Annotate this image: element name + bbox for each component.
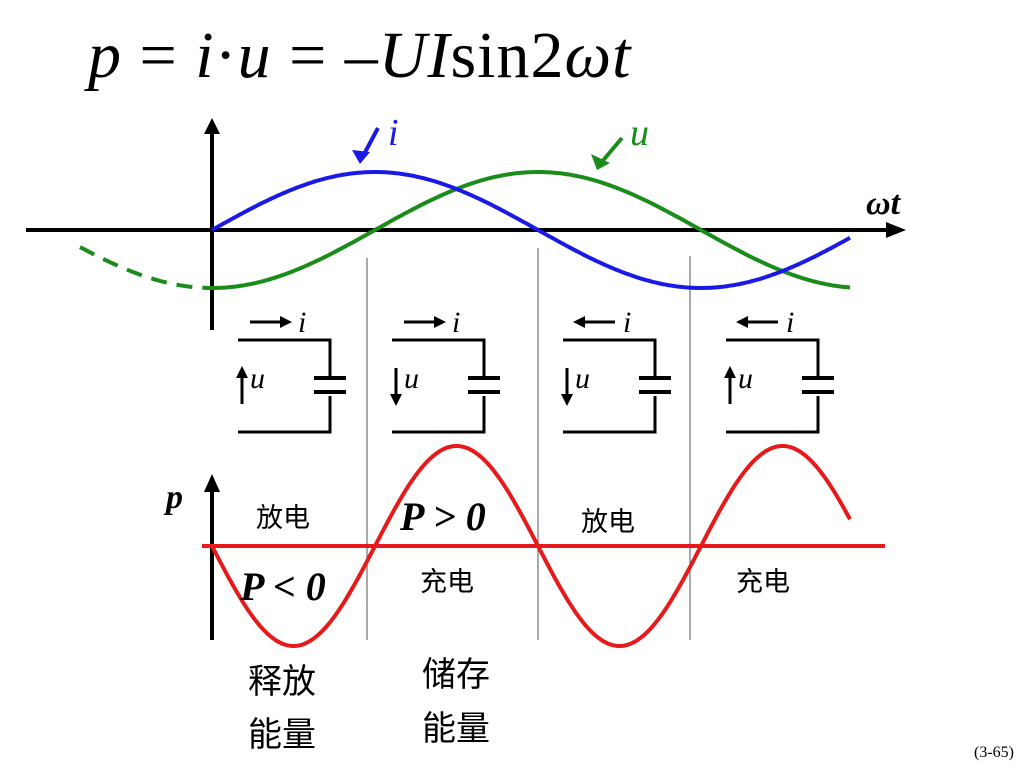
circuit-wire [563,338,657,434]
release-energy-line1: 释放 [248,662,316,702]
formula-sin: sin2 [450,19,565,92]
power-curve [210,444,852,648]
voltage-arrowhead [236,366,248,378]
circuit-current-label: i [623,306,631,339]
circuit-voltage-label: u [738,362,753,395]
omega-t-axis-label: ωt [866,185,902,222]
circuit-wire [392,338,486,434]
wave-vertical-arrowhead [204,118,220,134]
formula-I: I [427,19,451,92]
discharge-label-1: 放电 [256,503,310,534]
circuit-voltage-label: u [250,362,265,395]
circuit-voltage-label: u [404,362,419,395]
formula-eq2: = – [271,19,379,92]
charge-label-1: 充电 [420,567,474,598]
circuit-current-label: i [786,306,794,339]
current-arrowhead [280,316,292,328]
circuit-3: iu [561,306,671,434]
current-wave [211,170,851,290]
store-energy-line2: 能量 [422,709,490,749]
circuit-wire [726,338,820,434]
voltage-arrowhead [390,394,402,406]
power-formula: p = i·u = –UIsin2ωt [88,18,631,94]
formula-dot: · [214,19,238,92]
circuit-current-label: i [452,306,460,339]
current-arrowhead [573,316,585,328]
power-vertical-arrowhead [204,474,220,492]
formula-U: U [378,19,428,92]
circuit-voltage-label: u [575,362,590,395]
power-axis-label: p [163,479,183,516]
formula-u: u [237,19,272,92]
circuit-2: iu [390,306,500,434]
voltage-wave-label: u [630,112,649,154]
discharge-label-2: 放电 [581,507,635,538]
charge-label-2: 充电 [736,567,790,598]
circuit-wire [238,338,332,434]
current-arrowhead [434,316,446,328]
voltage-pointer-arrowhead [591,154,610,170]
release-energy-line2: 能量 [248,715,316,755]
voltage-wave-dashed [79,245,212,290]
circuit-current-label: i [298,306,306,339]
wave-horizontal-arrowhead [886,222,906,238]
voltage-wave [212,170,851,290]
p-positive-label: P > 0 [399,494,486,539]
store-energy-line1: 储存 [422,655,490,695]
voltage-arrowhead [561,394,573,406]
formula-i: i [195,19,215,92]
formula-eq1: = [122,19,196,92]
circuit-4: iu [724,306,834,434]
voltage-pointer-arrow [598,136,624,166]
formula-p: p [88,19,122,92]
formula-omega-t: ωt [564,19,632,92]
current-pointer-arrowhead [352,150,370,164]
p-negative-label: P < 0 [239,564,326,609]
circuit-1: iu [236,306,346,434]
page-number: (3-65) [974,744,1014,761]
voltage-arrowhead [724,366,736,378]
current-wave-label: i [388,112,399,154]
current-arrowhead [736,316,748,328]
